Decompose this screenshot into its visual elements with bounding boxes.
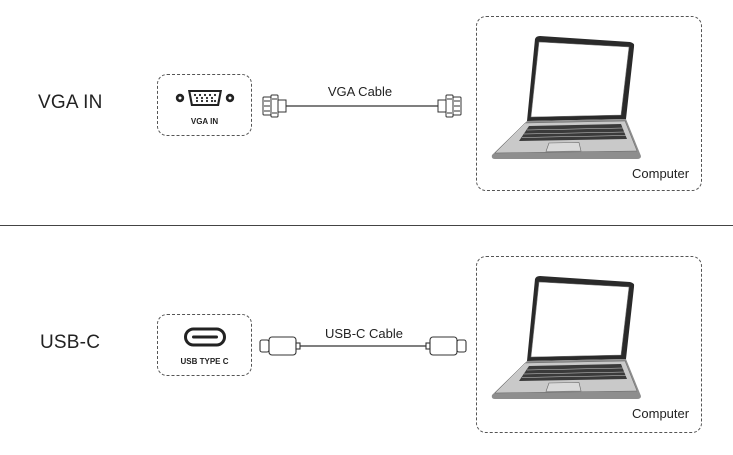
usbc-cable-label: USB-C Cable — [324, 326, 404, 341]
vga-plug-icon — [262, 94, 287, 118]
vga-section-label: VGA IN — [38, 92, 103, 113]
usbc-port-label: USB TYPE C — [180, 357, 229, 366]
laptop-icon — [491, 36, 641, 159]
usbc-section-label: USB-C — [40, 332, 101, 353]
usb-c-plug-icon — [425, 336, 467, 356]
usbc-port-box: USB TYPE C — [157, 314, 252, 376]
usb-c-port-icon — [184, 327, 226, 347]
usbc-cable — [259, 336, 467, 356]
vga-computer-box: Computer — [476, 16, 702, 191]
usbc-computer-label: Computer — [632, 406, 690, 421]
vga-plug-icon — [437, 94, 462, 118]
vga-computer-label: Computer — [632, 166, 690, 181]
vga-port-box: VGA IN — [157, 74, 252, 136]
vga-port-label: VGA IN — [190, 117, 219, 126]
vga-cable — [262, 94, 462, 118]
vga-port-icon — [175, 90, 235, 106]
vga-cable-label: VGA Cable — [327, 84, 393, 99]
usbc-computer-box: Computer — [476, 256, 702, 433]
usb-c-plug-icon — [259, 336, 301, 356]
section-divider — [0, 225, 733, 226]
laptop-icon — [491, 276, 641, 399]
